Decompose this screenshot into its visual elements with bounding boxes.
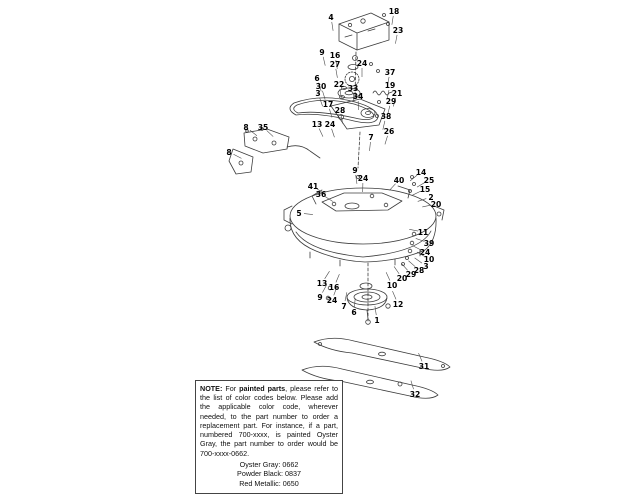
callout-leader — [345, 292, 347, 301]
callout-number: 29 — [406, 270, 417, 279]
callout-leader — [395, 35, 397, 44]
callout-leader — [304, 214, 313, 215]
color-code-red-metallic: Red Metallic: 0650 — [200, 479, 338, 489]
belt-cover-box — [339, 13, 390, 50]
callout-number: 24 — [357, 59, 368, 68]
callout-leader — [354, 298, 355, 307]
callout-number: 7 — [368, 133, 373, 142]
callout-number: 24 — [358, 174, 369, 183]
callout-leader — [386, 272, 390, 280]
callout-leader — [336, 69, 338, 78]
callout-leader — [375, 306, 376, 315]
callout-leader — [415, 258, 422, 263]
callout-number: 9 — [319, 48, 324, 57]
callout-number: 7 — [341, 302, 346, 311]
diagram-line-art — [229, 13, 450, 398]
callout-number: 27 — [330, 60, 341, 69]
callout-leader — [325, 197, 333, 202]
callout-number: 5 — [296, 209, 301, 218]
color-code-powder-black: Powder Black: 0837 — [200, 469, 338, 479]
callout-leader — [392, 16, 393, 25]
callout-leader — [385, 136, 388, 145]
callout-number: 29 — [386, 97, 397, 106]
callout-number: 28 — [335, 106, 346, 115]
callout-number: 32 — [410, 390, 421, 399]
callout-leader — [332, 22, 333, 31]
callout-number: 22 — [334, 80, 345, 89]
callout-leader — [319, 129, 323, 137]
callout-number: 23 — [393, 26, 404, 35]
callout-number: 24 — [327, 296, 338, 305]
callout-number: 1 — [374, 316, 379, 325]
callout-number: 40 — [394, 176, 405, 185]
callout-number: 25 — [424, 176, 435, 185]
color-code-list: Oyster Gray: 0662 Powder Black: 0837 Red… — [200, 460, 338, 489]
callout-number: 6 — [351, 308, 356, 317]
callout-number: 18 — [389, 7, 400, 16]
callout-number: 24 — [325, 120, 336, 129]
callout-number: 20 — [397, 274, 408, 283]
callout-leader — [325, 271, 330, 279]
callout-number: 26 — [384, 127, 395, 136]
spring-coil — [373, 91, 392, 95]
callout-number: 17 — [323, 100, 334, 109]
callout-number: 8 — [243, 123, 248, 132]
callout-number: 34 — [353, 92, 364, 101]
callout-number: 31 — [419, 362, 430, 371]
callout-leader — [394, 266, 399, 273]
color-code-oyster-gray: Oyster Gray: 0662 — [200, 460, 338, 470]
callout-number: 8 — [226, 148, 231, 157]
callout-leader — [392, 291, 396, 299]
callout-leader — [419, 353, 423, 361]
callout-leader — [233, 154, 241, 158]
painted-parts-note: NOTE: For painted parts, please refer to… — [195, 380, 343, 494]
note-label: NOTE: — [200, 384, 222, 393]
callout-number: 36 — [316, 190, 327, 199]
callout-leader — [323, 57, 325, 66]
callout-number: 16 — [330, 51, 341, 60]
callout-number: 11 — [418, 228, 429, 237]
callout-leader — [332, 129, 335, 138]
callout-number: 10 — [387, 281, 398, 290]
callout-number: 9 — [317, 293, 322, 302]
callout-leader — [369, 142, 370, 151]
support-brackets — [229, 128, 320, 174]
callout-number: 12 — [393, 300, 404, 309]
callout-number: 4 — [328, 13, 333, 22]
callout-number: 3 — [315, 89, 320, 98]
callout-number: 16 — [329, 283, 340, 292]
callout-number: 13 — [312, 120, 323, 129]
callout-number: 20 — [431, 200, 442, 209]
callout-number: 39 — [424, 239, 435, 248]
note-body-text: For painted parts, please refer to the l… — [200, 384, 338, 458]
callout-number: 35 — [258, 123, 269, 132]
callout-number: 38 — [381, 112, 392, 121]
callout-leader — [336, 274, 339, 282]
note-paragraph: NOTE: For painted parts, please refer to… — [200, 384, 338, 458]
callout-number: 37 — [385, 68, 396, 77]
blade-upper — [314, 338, 450, 370]
